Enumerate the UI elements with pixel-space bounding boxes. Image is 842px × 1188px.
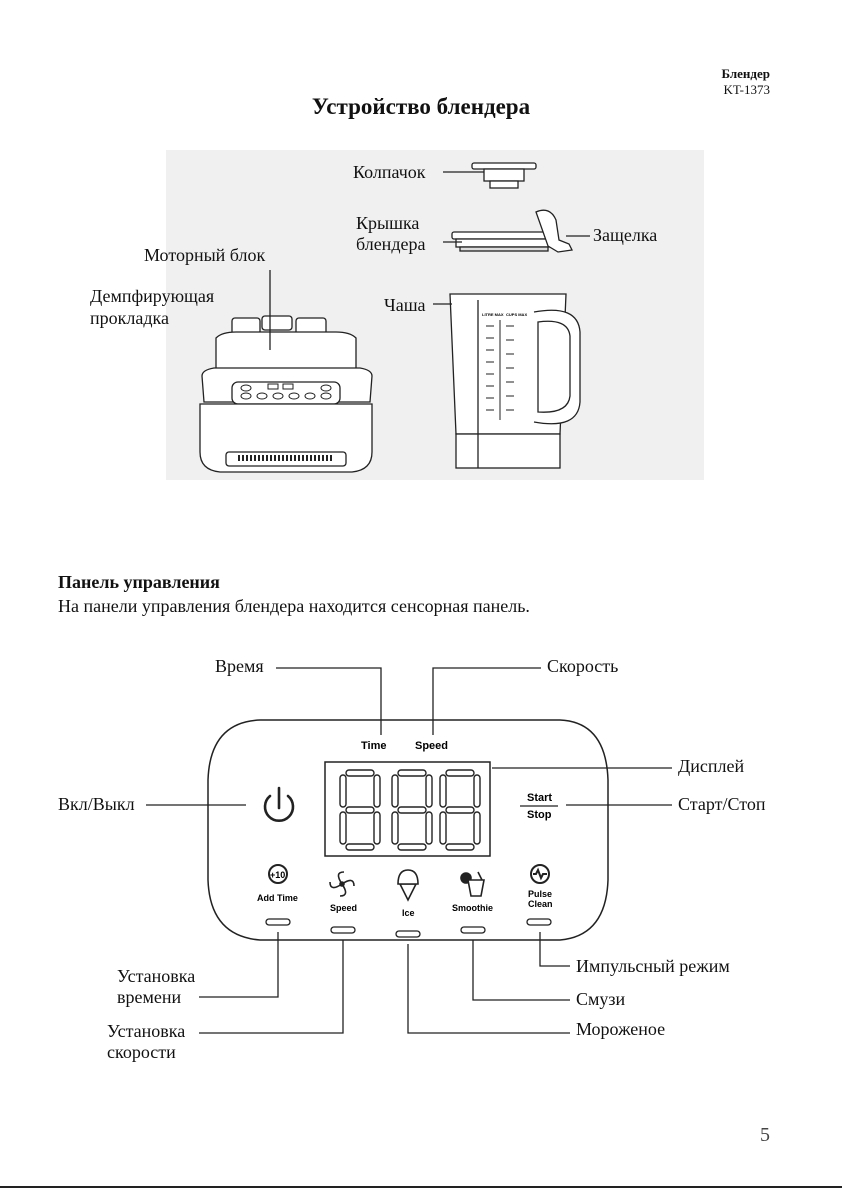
label-jug: Чаша [384,295,426,315]
jug-illustration [449,293,581,469]
panel-speed-label: Speed [415,740,448,752]
page-title: Устройство блендера [311,94,531,119]
smoothie-icon [460,871,485,897]
label-smoothie: Смузи [576,989,626,1009]
label-start-stop: Старт/Стоп [678,794,766,814]
label-ice: Мороженое [576,1019,666,1039]
label-motor: Моторный блок [144,245,266,265]
label-pulse: Импульсный режим [576,956,730,976]
section-text: На панели управления блендера находится … [58,596,530,616]
panel-stop-label: Stop [527,809,552,821]
label-pad-line1: Демпфирующая [90,286,215,306]
svg-text:+10: +10 [270,870,285,880]
jug-scale-right-head: CUPS MAX [506,312,527,317]
label-set-time-line1: Установка [117,966,196,986]
ice-cream-icon [397,869,419,902]
document-header: Блендер KT-1373 [721,66,770,98]
motor-panel-buttons [240,383,332,400]
header-product: Блендер [721,66,770,81]
label-display: Дисплей [678,756,745,776]
label-pad-line2: прокладка [90,308,169,328]
lid-illustration [451,209,573,253]
pulse-icon [530,864,550,884]
label-latch: Защелка [593,225,658,245]
display-digits [339,769,481,851]
ice-button-label: Ice [402,908,415,918]
label-cap: Колпачок [353,162,426,182]
pulse-button-label-line1: Pulse [528,889,552,899]
section-title: Панель управления [58,572,220,592]
jug-scale [486,320,514,420]
cap-illustration [471,162,537,189]
page-number: 5 [760,1124,770,1146]
fan-icon [329,871,355,897]
smoothie-button-label: Smoothie [452,903,493,913]
pulse-button-label-line2: Clean [528,899,553,909]
speed-button-label: Speed [330,903,357,913]
panel-leader-lines [146,667,672,1034]
label-speed: Скорость [547,656,619,676]
blender-diagram: LITRE MAX CUPS MAX [166,150,704,480]
add-time-label: Add Time [257,893,298,903]
label-power: Вкл/Выкл [58,794,135,814]
bottom-rule [0,1186,842,1188]
add-time-icon: +10 [268,864,288,884]
control-panel-diagram: Time Speed Start Stop +10 Add Time Speed… [146,667,672,1034]
power-icon [263,786,295,823]
display-frame [324,761,491,857]
label-set-speed-line2: скорости [107,1042,176,1062]
panel-start-label: Start [527,792,552,804]
label-set-speed-line1: Установка [107,1021,186,1041]
panel-time-label: Time [361,740,386,752]
label-set-time-line2: времени [117,987,182,1007]
indicator-leds [265,918,552,938]
label-lid-line2: блендера [356,234,426,254]
jug-scale-left-head: LITRE MAX [482,312,504,317]
label-lid-line1: Крышка [356,213,420,233]
diagram-leader-lines [433,171,590,305]
header-model: KT-1373 [723,82,770,97]
label-time: Время [215,656,264,676]
